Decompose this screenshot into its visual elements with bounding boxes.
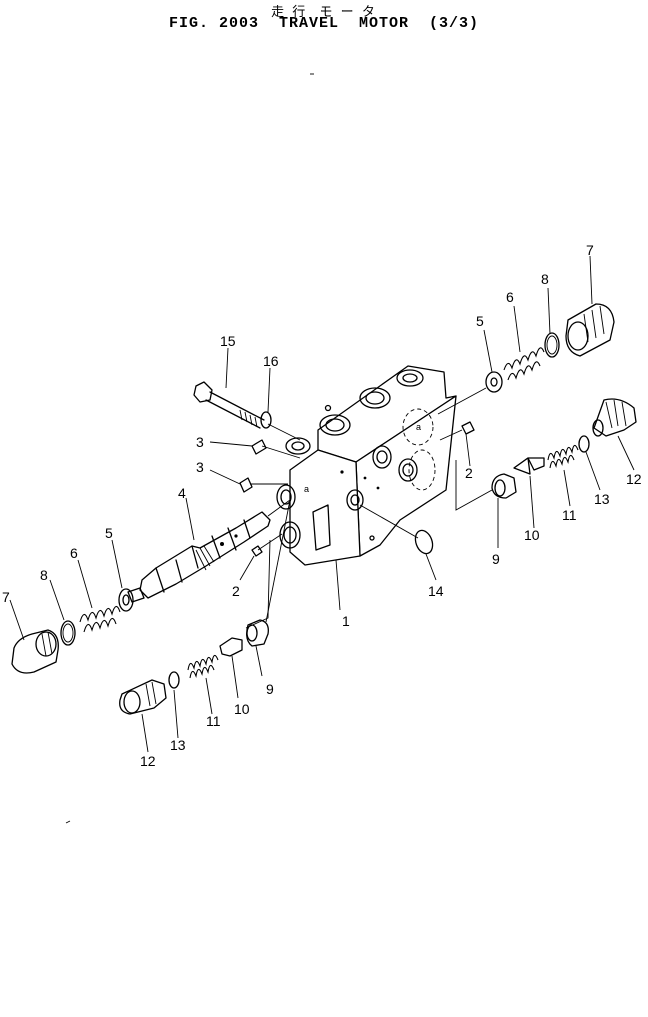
detail-mark-a-left: a xyxy=(304,484,309,494)
callout-leaders xyxy=(9,255,635,753)
detail-mark-a-right: a xyxy=(416,422,421,432)
callout-8-left: 8 xyxy=(40,567,48,583)
callout-9-left: 9 xyxy=(266,681,274,697)
spring-11-left xyxy=(187,654,219,679)
callout-12-right: 12 xyxy=(626,471,642,487)
valve-body-top-ports xyxy=(285,369,424,455)
detail-circle-a-lower xyxy=(408,449,436,491)
callout-11-left: 11 xyxy=(206,713,221,729)
valve-body-notch xyxy=(312,504,331,551)
plug-12-right xyxy=(592,398,637,437)
callout-12-left: 12 xyxy=(140,753,156,769)
callout-5-left: 5 xyxy=(105,525,113,541)
speck xyxy=(65,820,71,824)
callout-10-left: 10 xyxy=(234,701,250,717)
washer-5-right xyxy=(485,371,503,393)
o-ring-8-left xyxy=(60,620,76,646)
o-ring-13-right xyxy=(578,435,590,453)
callout-7-right: 7 xyxy=(586,242,594,258)
callout-9-right: 9 xyxy=(492,551,500,567)
callout-5-right: 5 xyxy=(476,313,484,329)
poppet-10-right xyxy=(513,457,545,475)
plug-12-left xyxy=(119,679,167,715)
bushing-9-left xyxy=(246,619,269,647)
callout-13-right: 13 xyxy=(594,491,610,507)
o-ring-14 xyxy=(414,529,434,555)
bolt-15 xyxy=(193,381,265,429)
callout-6-left: 6 xyxy=(70,545,78,561)
plug-2-left xyxy=(251,545,263,557)
poppet-10-left xyxy=(219,637,243,657)
callout-15: 15 xyxy=(220,333,236,349)
callout-10-right: 10 xyxy=(524,527,540,543)
washer-5-left xyxy=(118,588,134,612)
valve-body: a a xyxy=(276,365,457,566)
spring-11-right xyxy=(547,444,579,469)
callout-2-left: 2 xyxy=(232,583,240,599)
plug-7-right xyxy=(565,303,615,357)
plug-7-left xyxy=(11,629,59,674)
callout-6-right: 6 xyxy=(506,289,514,305)
bushing-9-right xyxy=(491,473,517,499)
spring-6-left xyxy=(79,605,121,633)
callout-2-right: 2 xyxy=(465,465,473,481)
detail-circle-a-upper xyxy=(402,408,434,446)
plug-2-right xyxy=(461,421,475,435)
callout-3-upper: 3 xyxy=(196,434,204,450)
callout-11-right: 11 xyxy=(562,507,577,523)
valve-body-side-ports xyxy=(276,445,418,549)
assembly-lines xyxy=(245,387,493,629)
callout-4: 4 xyxy=(178,485,186,501)
o-ring-8-right xyxy=(544,332,560,358)
set-screw-3-upper xyxy=(251,439,267,455)
callout-1: 1 xyxy=(342,613,350,629)
callout-numbers: 15 16 3 3 4 5 6 8 7 2 1 9 10 11 13 12 5 … xyxy=(2,242,642,769)
set-screw-3-lower xyxy=(239,477,253,493)
washer-16 xyxy=(260,411,272,429)
callout-8-right: 8 xyxy=(541,271,549,287)
callout-14: 14 xyxy=(428,583,444,599)
o-ring-13-left xyxy=(168,671,180,689)
japanese-title: 走 行 モ ー タ xyxy=(271,5,377,20)
callout-7-left: 7 xyxy=(2,589,10,605)
valve-body-front-face xyxy=(289,449,361,566)
callout-13-left: 13 xyxy=(170,737,186,753)
spring-6-right xyxy=(503,347,545,381)
spool-4 xyxy=(127,511,271,603)
callout-16: 16 xyxy=(263,353,279,369)
callout-3-lower: 3 xyxy=(196,459,204,475)
figure-title: FIG. 2003 TRAVEL MOTOR (3/3) xyxy=(168,15,480,32)
